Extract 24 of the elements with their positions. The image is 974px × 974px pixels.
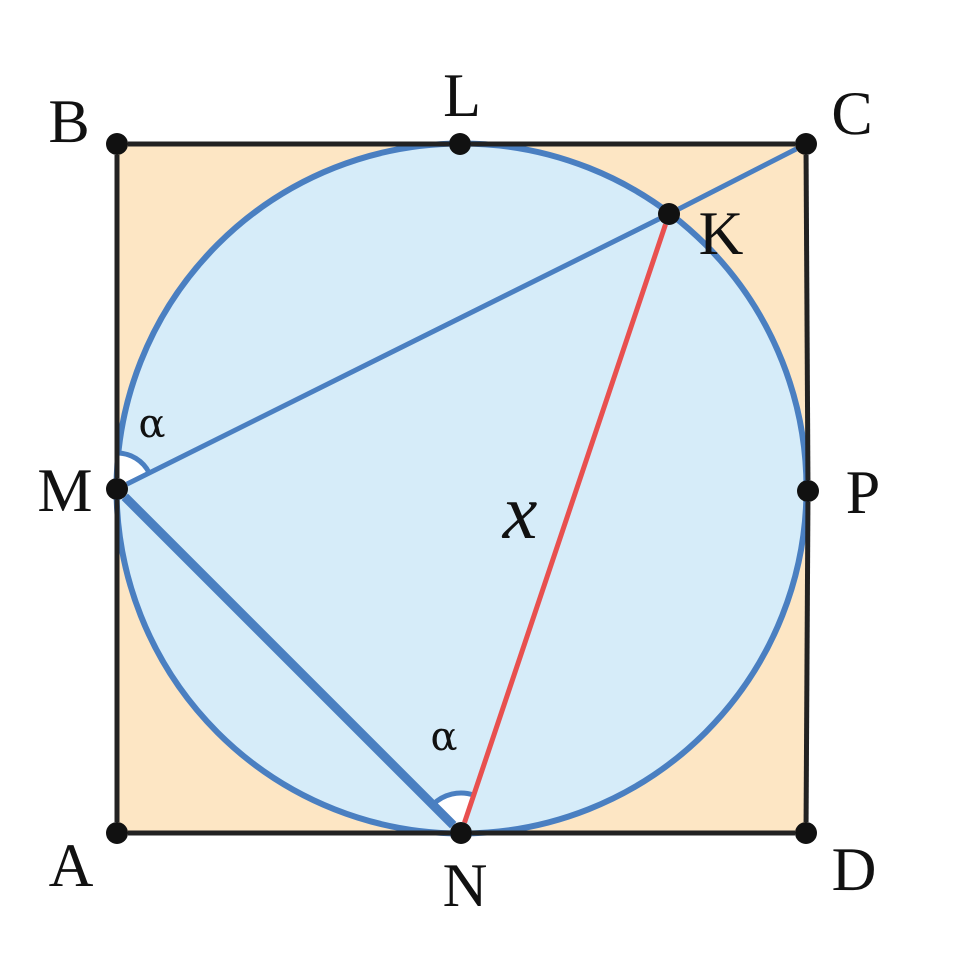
line-segment [114, 500, 120, 822]
line-segment [128, 830, 450, 836]
line-segment [471, 142, 795, 146]
point-label: K [698, 203, 744, 265]
angle-label: α [138, 404, 166, 444]
point-label: P [846, 462, 880, 524]
line-segment [462, 224, 668, 824]
point-label: L [443, 65, 481, 127]
line-segment [472, 830, 795, 836]
point-label: C [831, 83, 873, 145]
line-segment [126, 216, 660, 486]
point-label: A [48, 835, 94, 897]
point-label: B [48, 91, 90, 153]
line-segment [804, 502, 810, 822]
line-segment [114, 155, 120, 478]
line-segment [678, 146, 798, 212]
point-label: N [442, 855, 488, 917]
line-segment [804, 154, 810, 480]
point-label: M [37, 460, 93, 522]
angle-label: α [430, 717, 458, 757]
line-segment [122, 494, 456, 828]
line-segment [128, 142, 449, 146]
point-label: D [832, 839, 876, 901]
edge-label: x [502, 472, 538, 550]
